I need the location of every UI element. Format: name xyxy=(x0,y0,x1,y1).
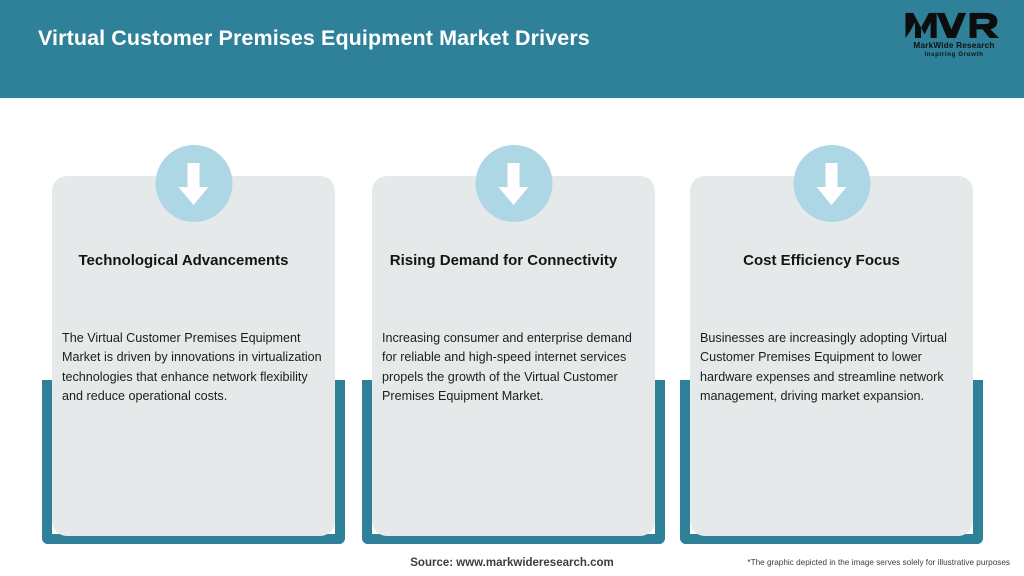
card-title: Technological Advancements xyxy=(78,252,289,269)
drivers-card-row: Technological Advancements The Virtual C… xyxy=(0,98,1024,576)
card-panel xyxy=(690,176,973,536)
card-frame-accent xyxy=(680,380,983,544)
card-panel xyxy=(52,176,335,536)
driver-card-3: Cost Efficiency Focus Businesses are inc… xyxy=(680,98,983,576)
driver-card-2: Rising Demand for Connectivity Increasin… xyxy=(362,98,665,576)
down-arrow-icon xyxy=(793,145,870,222)
disclaimer-label: *The graphic depicted in the image serve… xyxy=(747,558,1010,567)
card-frame-accent xyxy=(42,380,345,544)
page-header: Virtual Customer Premises Equipment Mark… xyxy=(0,0,1024,98)
logo-company-name: MarkWide Research xyxy=(913,41,995,50)
down-arrow-icon xyxy=(155,145,232,222)
driver-card-1: Technological Advancements The Virtual C… xyxy=(42,98,345,576)
card-frame-accent xyxy=(362,380,665,544)
brand-logo: MarkWide Research Inspiring Growth xyxy=(902,10,1006,64)
down-arrow-icon xyxy=(475,145,552,222)
card-panel xyxy=(372,176,655,536)
source-label: Source: www.markwideresearch.com xyxy=(410,557,614,569)
card-title: Cost Efficiency Focus xyxy=(743,252,900,269)
card-title: Rising Demand for Connectivity xyxy=(389,252,618,269)
card-description: The Virtual Customer Premises Equipment … xyxy=(62,331,322,404)
card-description: Increasing consumer and enterprise deman… xyxy=(382,331,632,404)
logo-tagline: Inspiring Growth xyxy=(924,51,984,58)
mwr-monogram-icon xyxy=(905,12,1000,38)
card-description: Businesses are increasingly adopting Vir… xyxy=(700,331,947,404)
page-title: Virtual Customer Premises Equipment Mark… xyxy=(38,26,590,50)
